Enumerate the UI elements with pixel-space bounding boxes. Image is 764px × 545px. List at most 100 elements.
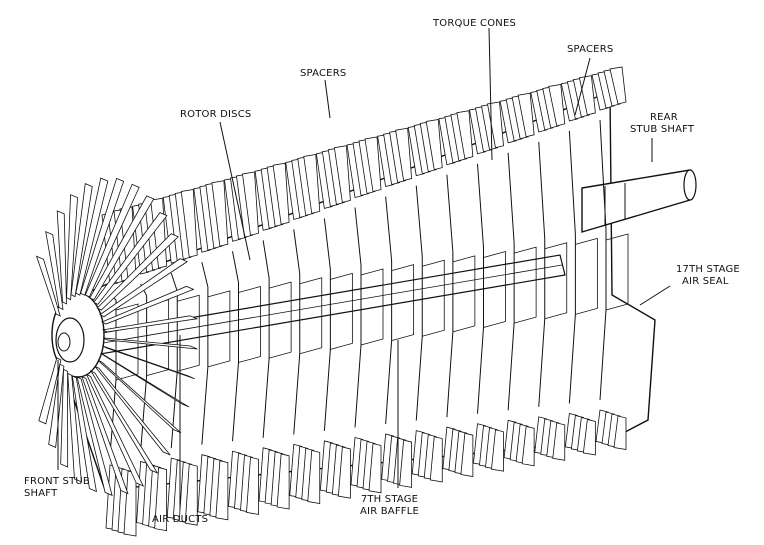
rotor-blade [211,180,229,247]
rotor-blade [548,84,566,127]
rotor-disc [538,141,546,407]
front-blade [75,177,109,296]
label-rear-stub-line1: REAR [650,112,678,123]
front-hub-drawing [51,292,105,378]
front-blade [89,370,159,474]
front-blade [89,195,155,301]
label-17th-line1: 17TH STAGE [676,264,740,275]
spacer-panel [391,264,415,342]
rotor-disc [415,185,423,421]
front-blade [71,375,97,493]
label-7th-line2: AIR BAFFLE [360,506,420,517]
rotor-blade [552,422,566,461]
spacer-panel [299,277,323,355]
rotor-disc [201,262,209,445]
front-blade [56,210,67,305]
rotor-blade [368,442,382,494]
label-17th-stage-air-seal: 17TH STAGE AIR SEAL [676,264,740,288]
front-blade [96,233,179,311]
rotor-blade [307,449,321,505]
leader-rotor-discs [219,121,251,261]
rotor-blade [215,460,229,521]
front-blade [100,353,190,408]
rotor-disc [385,196,393,425]
rotor-disc [323,218,331,431]
rotor-blade [460,432,474,478]
rotor-disc [568,130,576,404]
front-blade [80,177,125,296]
rotor-blade [487,101,504,149]
spacer-panel [238,285,261,363]
rotor-disc [170,272,178,449]
spacer-panel [514,246,537,324]
rotor-blade [154,467,168,532]
rotor-blade [337,446,351,499]
rotor-blade [246,456,259,515]
front-blade [99,258,188,318]
front-blade [101,315,199,333]
label-spacers-mid: SPACERS [300,68,347,79]
front-blade [101,285,195,325]
front-blade [94,365,171,456]
spacer-panel [452,255,476,333]
label-front-stub-shaft: FRONT STUB SHAFT [24,476,90,500]
rotor-blade [395,127,413,182]
rotor-blade [333,145,351,203]
spacer-panel [360,268,384,346]
rotor-blade [609,66,627,105]
rotor-blade [582,418,596,456]
leader-spacers-top [574,57,591,116]
spacer-panel [605,233,629,311]
rotor-disc [599,119,607,401]
rotor-disc [232,251,239,442]
spacer-panel [115,303,139,381]
rotor-blade [184,463,198,526]
front-blade [48,363,65,448]
rotor-disc-group [109,119,629,456]
label-7th-line1: 7TH STAGE [360,494,419,505]
rotor-blade [180,189,198,258]
rotor-disc [293,229,301,435]
rotor-disc [446,174,454,418]
spacer-panel [207,290,231,368]
leader-spacers-mid [324,79,331,119]
rotor-blade [429,436,443,483]
rotor-blade [399,439,413,488]
label-rear-stub-line2: STUB SHAFT [630,124,695,135]
spacer-panel [269,281,292,359]
spacer-panel [422,259,445,337]
front-blade [66,194,78,301]
rotor-blade [613,415,627,450]
front-blade [102,337,198,350]
spacer-panel [177,294,200,372]
rotor-blade [521,425,535,467]
rotor-blade [491,429,504,472]
rotor-blade [456,110,474,160]
label-spacers-top: SPACERS [567,44,614,55]
spacer-panel [575,237,598,315]
rotor-blade [276,453,290,510]
front-blade [102,345,195,380]
label-torque-cones: TORQUE CONES [433,18,517,29]
front-blade [67,372,82,483]
front-blade [76,376,113,497]
front-blade [38,357,62,425]
lower-blade-row [105,409,627,537]
label-rotor-discs: ROTOR DISCS [180,109,252,120]
rotor-disc [507,152,515,411]
front-blade [81,375,129,495]
label-front-stub-line2: SHAFT [24,488,58,499]
label-17th-line2: AIR SEAL [682,276,729,287]
spacer-panel [330,272,353,350]
front-blade [35,255,61,317]
front-blade [70,183,93,298]
upper-blade-row [101,66,627,286]
rotor-disc [477,163,484,414]
label-front-stub-line1: FRONT STUB [24,476,90,487]
front-blade [60,368,69,468]
rotor-blade [272,162,290,225]
label-air-ducts: AIR DUCTS [152,514,209,525]
front-blade [97,359,182,434]
